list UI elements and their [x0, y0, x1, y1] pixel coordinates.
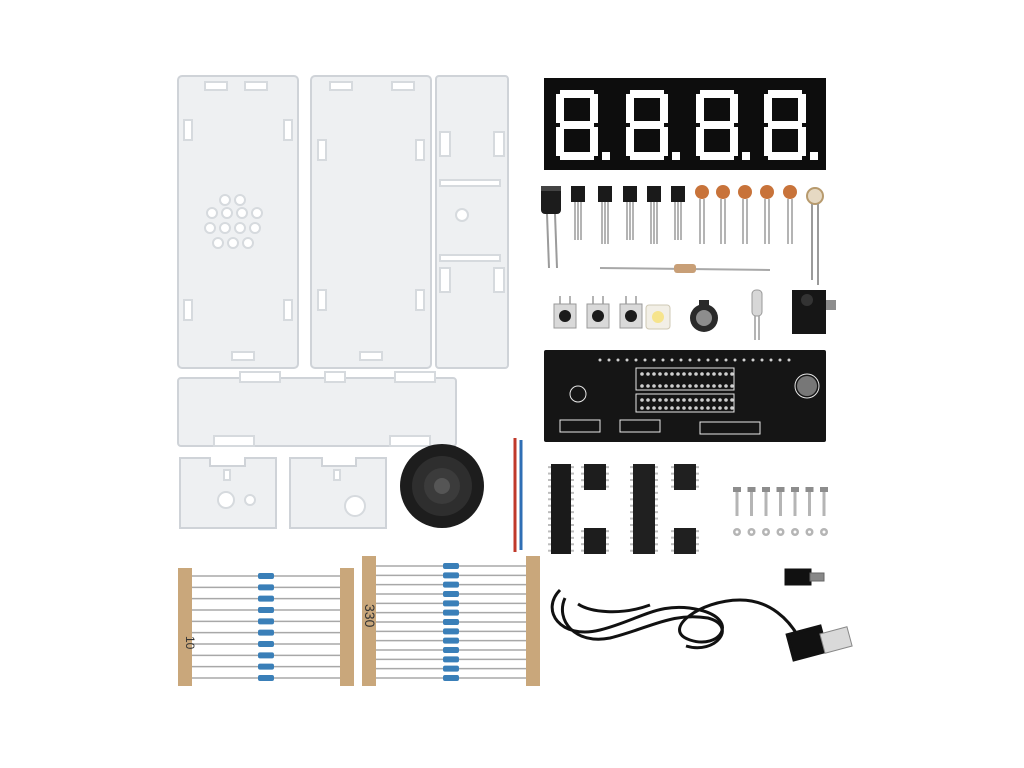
- crystal-oscillator: [751, 289, 763, 340]
- pcb-pads: [598, 358, 791, 410]
- ceramic-capacitor: [783, 185, 797, 244]
- resistor: [192, 618, 340, 625]
- tactile-button: [619, 296, 643, 329]
- display-digits: [556, 90, 818, 160]
- nut: [805, 528, 814, 536]
- ceramic-capacitors: [695, 185, 797, 244]
- resistor: [376, 591, 526, 597]
- case-panel-front: [177, 75, 299, 369]
- resistor: [376, 647, 526, 653]
- case-end-cap-right: [289, 457, 387, 529]
- resistor-strip-right: 330: [362, 556, 540, 686]
- ic-chip-large: [548, 464, 574, 554]
- tape-label-right: 330: [362, 604, 378, 628]
- screw: [791, 487, 799, 516]
- usb-power-cable: [550, 568, 853, 662]
- speaker-grille-holes: [204, 194, 263, 249]
- transistor: [647, 186, 661, 244]
- led-white: [645, 304, 671, 330]
- ceramic-capacitor: [695, 185, 709, 244]
- ceramic-capacitor: [760, 185, 774, 244]
- resistor: [192, 584, 340, 591]
- electrolytic-capacitor: [541, 186, 561, 269]
- ic-socket-large: [630, 464, 658, 554]
- resistor: [376, 656, 526, 663]
- nut: [733, 528, 741, 536]
- photoresistor: [806, 187, 824, 285]
- resistor: [376, 665, 526, 672]
- case-panel-bottom: [177, 377, 457, 447]
- ceramic-capacitor: [738, 185, 752, 244]
- digit-4: [764, 90, 818, 160]
- speaker-wires: [513, 438, 523, 552]
- screw: [776, 487, 785, 516]
- digit-1: [556, 90, 610, 160]
- nut: [791, 528, 799, 536]
- resistor: [192, 663, 340, 670]
- transistor: [671, 186, 685, 240]
- resistor: [376, 572, 526, 579]
- resistor: [376, 637, 526, 644]
- ceramic-capacitor: [716, 185, 730, 244]
- resistor: [192, 607, 340, 613]
- resistor: [376, 619, 526, 625]
- resistor: [192, 652, 340, 659]
- resistor: [376, 609, 526, 616]
- speaker: [400, 444, 484, 528]
- resistor-strip-left: 10: [178, 568, 354, 686]
- resistor: [192, 629, 340, 636]
- screws-and-nuts: [733, 487, 828, 536]
- ic-socket-small: [671, 464, 699, 490]
- nut: [776, 528, 785, 536]
- transistor: [623, 186, 637, 240]
- nut: [762, 528, 770, 536]
- digit-2: [626, 90, 680, 160]
- pcb-board: [544, 350, 826, 442]
- digit-3: [696, 90, 750, 160]
- nut: [820, 528, 828, 536]
- acrylic-case-panels: [177, 75, 509, 529]
- battery-holder: [690, 300, 718, 332]
- transistor: [598, 186, 612, 244]
- ic-and-sockets: [548, 464, 699, 554]
- case-panel-side: [435, 75, 509, 369]
- resistor: [376, 563, 526, 569]
- screw: [820, 487, 828, 516]
- tactile-buttons: [553, 296, 643, 329]
- resistor: [192, 641, 340, 647]
- resistor: [192, 675, 340, 681]
- resistor: [376, 675, 526, 681]
- dc-power-jack: [792, 290, 836, 334]
- component-row-middle: [553, 289, 836, 340]
- resistor: [376, 581, 526, 588]
- screw: [733, 487, 741, 516]
- resistor: [376, 628, 526, 635]
- tactile-button: [553, 296, 577, 329]
- screw: [805, 487, 814, 516]
- screw: [762, 487, 770, 516]
- ic-chip-small: [581, 464, 609, 490]
- transistors: [571, 186, 685, 244]
- ic-socket-small: [671, 528, 699, 554]
- case-panel-back: [310, 75, 432, 369]
- nut: [747, 528, 756, 536]
- resistor: [192, 573, 340, 579]
- resistor: [192, 595, 340, 602]
- resistor: [376, 600, 526, 607]
- screw: [747, 487, 756, 516]
- component-row-top: [541, 185, 824, 285]
- transistor: [571, 186, 585, 240]
- resistor-single: [599, 264, 771, 273]
- seven-segment-display: [544, 78, 826, 170]
- tactile-button: [586, 296, 610, 329]
- tape-label-left: 10: [183, 636, 197, 650]
- ic-chip-small: [581, 528, 609, 554]
